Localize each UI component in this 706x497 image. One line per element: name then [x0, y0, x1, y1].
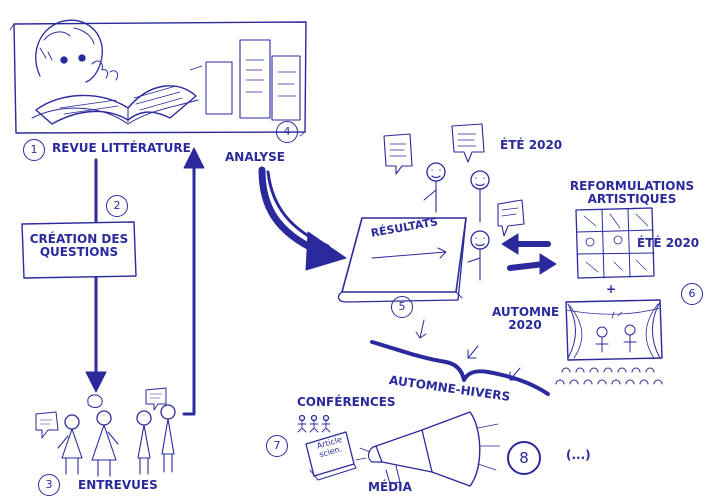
autumn-line-1: AUTOMNE: [492, 305, 560, 319]
book-reader-icon: [31, 19, 199, 125]
literature-review-label: REVUE LITTÉRATURE: [52, 141, 191, 155]
artistic-reformulations-label: REFORMULATIONS ARTISTIQUES: [568, 179, 696, 207]
step-1-badge: 1: [23, 139, 45, 161]
step-8-badge: 8: [507, 441, 541, 475]
conferences-label: CONFÉRENCES: [297, 395, 396, 409]
question-box: [21, 221, 137, 279]
step-3-badge: 3: [38, 474, 60, 496]
conference-people: [297, 414, 331, 433]
artistic-reformulations-line-2: ARTISTIQUES: [587, 192, 677, 207]
document-icon: [383, 133, 413, 175]
question-creation-line-2: QUESTIONS: [39, 245, 119, 260]
question-creation-label: CRÉATION DES QUESTIONS: [26, 232, 132, 260]
autumn-line-2: 2020: [508, 318, 542, 333]
summer-art-label: ÉTÉ 2020: [637, 236, 700, 250]
literature-review-panel: [9, 21, 307, 137]
media-label: MÉDIA: [368, 480, 412, 494]
curly-brace: [370, 340, 550, 396]
megaphone-icon: [355, 411, 501, 487]
analysis-label: ANALYSE: [225, 150, 285, 164]
analysis-arrow: [258, 166, 347, 271]
step-5-badge: 5: [391, 296, 413, 318]
artistic-reformulations-line-1: REFORMULATIONS: [569, 179, 695, 193]
step-6-badge: 6: [681, 283, 703, 305]
summer-results-label: ÉTÉ 2020: [500, 138, 563, 152]
autumn-label: AUTOMNE 2020: [492, 305, 560, 333]
plus-sign: +: [606, 282, 617, 296]
document-stack-icon: [189, 39, 301, 121]
question-creation-line-1: CRÉATION DES: [29, 232, 129, 246]
step-4-badge: 4: [276, 121, 298, 143]
double-arrow-icon: [501, 233, 557, 275]
interviews-label: ENTREVUES: [78, 478, 158, 492]
article-icon: [305, 431, 357, 481]
theatre-stage-icon: [555, 299, 663, 385]
comic-grid-icon: [575, 207, 655, 279]
results-book-icon: [337, 217, 467, 303]
interview-people: [35, 387, 176, 477]
speech-bubble-icon: [451, 123, 525, 237]
step-2-badge: 2: [106, 195, 128, 217]
arrow-3-to-4: [182, 147, 205, 416]
step-7-badge: 7: [266, 435, 288, 457]
ellipsis-label: (...): [566, 448, 591, 462]
person-figure-icon: [423, 162, 490, 281]
